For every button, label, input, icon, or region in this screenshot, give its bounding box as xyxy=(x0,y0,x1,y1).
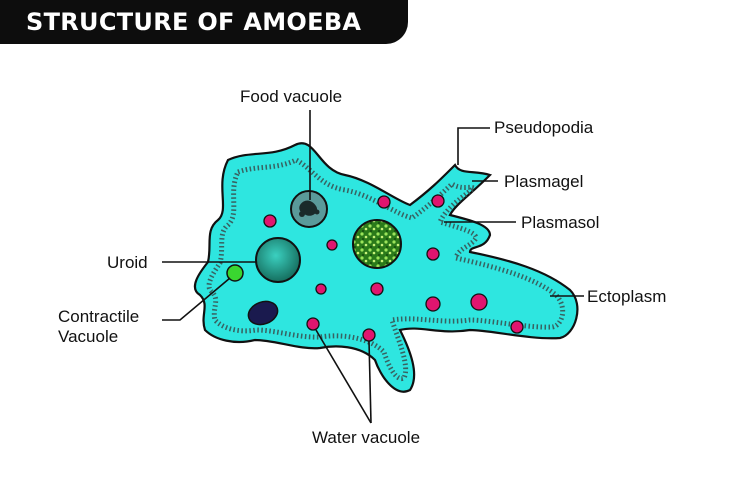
diagram-title: STRUCTURE OF AMOEBA xyxy=(26,8,362,36)
label-vacuole: Vacuole xyxy=(58,327,118,346)
water-vacuole xyxy=(431,194,445,208)
water-vacuole xyxy=(426,247,440,261)
water-vacuole xyxy=(306,317,320,331)
water-vacuole xyxy=(470,293,488,311)
water-vacuole xyxy=(362,328,376,342)
leader-lines xyxy=(162,110,584,424)
food-vacuole xyxy=(290,190,328,228)
nucleus xyxy=(352,219,402,269)
water-vacuole xyxy=(377,195,391,209)
label-water-vacuole: Water vacuole xyxy=(312,428,420,447)
water-vacuole xyxy=(263,214,277,228)
contractile-vacuole xyxy=(226,264,244,282)
water-vacuole xyxy=(315,283,327,295)
label-food-vacuole: Food vacuole xyxy=(240,87,342,106)
water-vacuoles xyxy=(263,194,524,342)
dark-vacuole xyxy=(247,300,279,326)
label-ectoplasm: Ectoplasm xyxy=(587,287,666,306)
label-contractile: Contractile xyxy=(58,307,139,326)
label-pseudopodia: Pseudopodia xyxy=(494,118,594,137)
label-uroid: Uroid xyxy=(107,253,148,272)
label-plasmagel: Plasmagel xyxy=(504,172,583,191)
title-banner: STRUCTURE OF AMOEBA xyxy=(0,0,408,44)
water-vacuole xyxy=(370,282,384,296)
label-plasmasol: Plasmasol xyxy=(521,213,599,232)
uroid xyxy=(255,237,301,283)
water-vacuole xyxy=(425,296,441,312)
water-vacuole xyxy=(326,239,338,251)
water-vacuole xyxy=(510,320,524,334)
